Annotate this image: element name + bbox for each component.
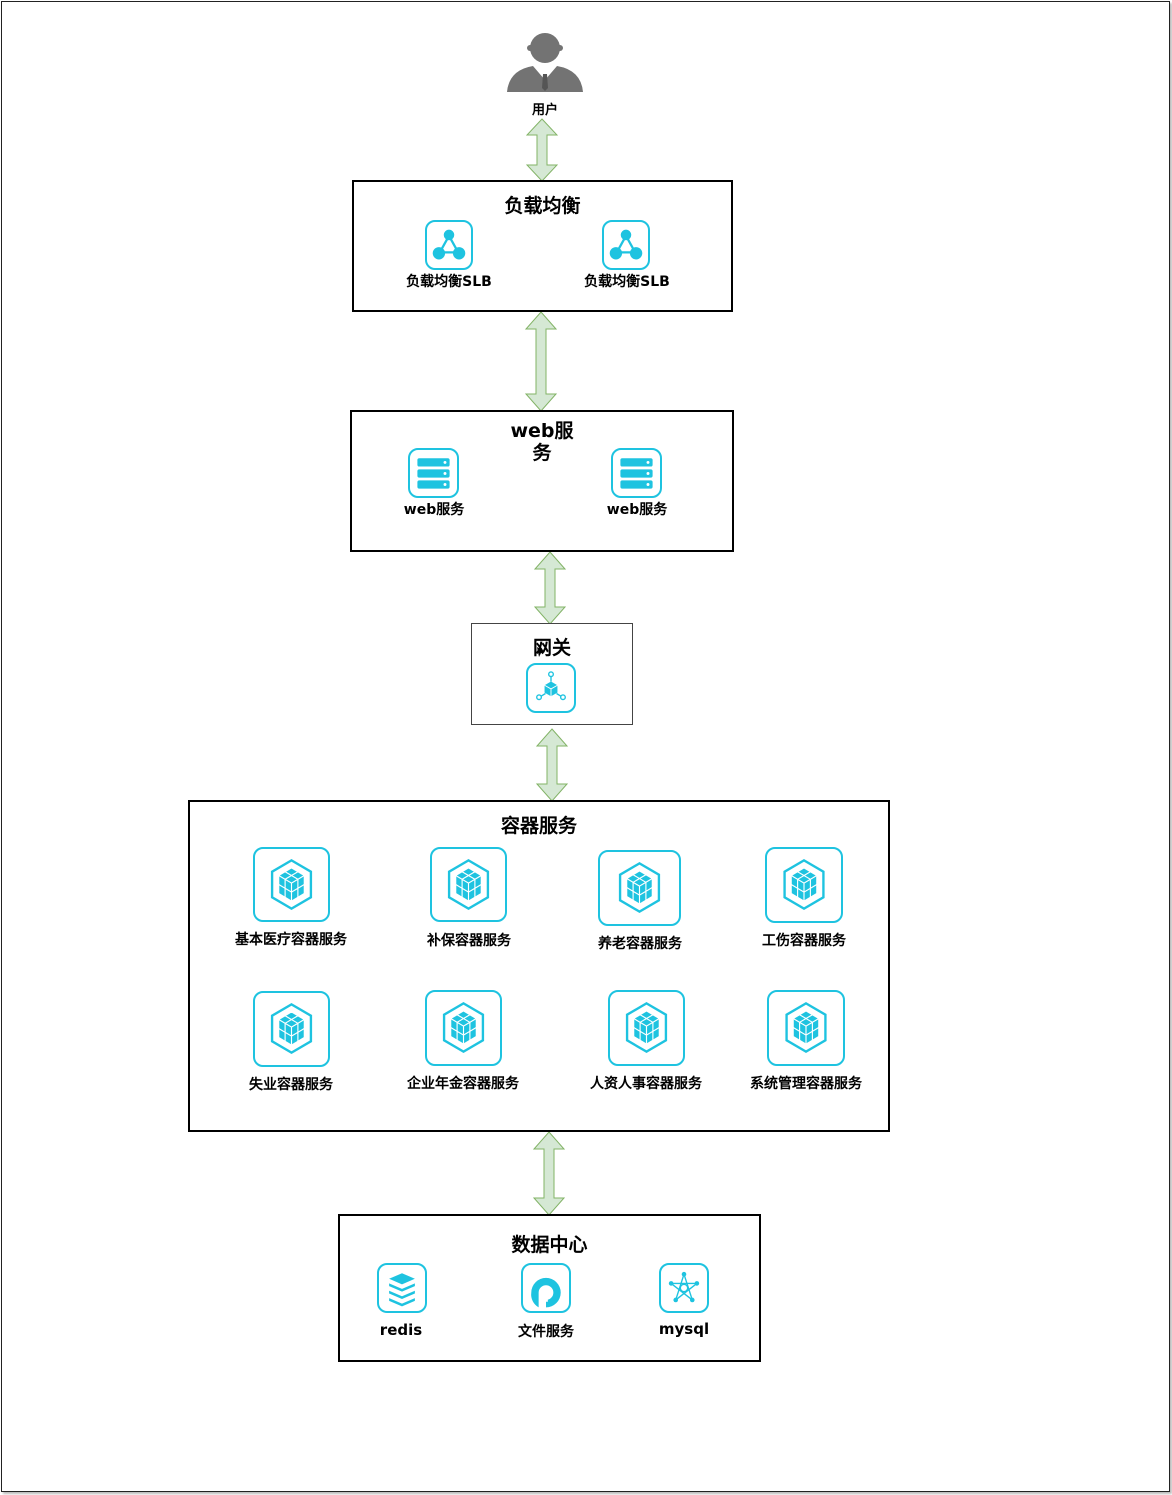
container-icon [425, 990, 502, 1066]
container-icon [608, 990, 685, 1066]
container-icon [598, 850, 681, 926]
slb-icon [425, 220, 473, 270]
container-label: 企业年金容器服务 [407, 1076, 519, 1092]
container-icon [767, 990, 845, 1066]
container-label: 补保容器服务 [427, 933, 511, 949]
user-icon [507, 33, 583, 92]
web-node-label: web服务 [403, 502, 465, 518]
gateway-title: 网关 [532, 637, 571, 659]
load-balancer-title: 负载均衡 [504, 195, 581, 217]
web-title: web服 务 [510, 420, 574, 464]
arrow-lb-web [524, 311, 558, 412]
mysql-icon [659, 1263, 709, 1313]
slb-label: 负载均衡SLB [584, 274, 670, 290]
web-node-label: web服务 [606, 502, 668, 518]
file-service-icon [521, 1263, 571, 1313]
user-label: 用户 [531, 103, 559, 118]
container-icon [430, 847, 507, 922]
container-icon [765, 847, 843, 923]
containers-title: 容器服务 [500, 815, 577, 837]
data-center-title: 数据中心 [511, 1234, 588, 1256]
container-label: 工伤容器服务 [762, 933, 846, 949]
server-icon [611, 448, 662, 498]
cursor-icon [537, 647, 545, 657]
slb-label: 负载均衡SLB [406, 274, 492, 290]
container-label: 系统管理容器服务 [750, 1076, 862, 1092]
file-service-label: 文件服务 [518, 1324, 574, 1340]
gateway-icon [526, 663, 576, 713]
web-group: web服 务 [350, 410, 734, 552]
slb-icon [602, 220, 650, 270]
redis-icon [377, 1263, 427, 1313]
container-icon [253, 991, 330, 1067]
arrow-user-lb [526, 118, 558, 182]
mysql-label: mysql [658, 1320, 710, 1338]
redis-label: redis [379, 1321, 423, 1339]
container-icon [253, 847, 330, 922]
container-label: 人资人事容器服务 [590, 1076, 702, 1092]
arrow-web-gateway [533, 551, 567, 625]
container-label: 失业容器服务 [249, 1077, 333, 1093]
container-label: 基本医疗容器服务 [235, 932, 347, 948]
container-label: 养老容器服务 [598, 936, 682, 952]
server-icon [408, 448, 459, 498]
arrow-containers-datacenter [532, 1131, 566, 1216]
arrow-gateway-containers [535, 728, 569, 802]
load-balancer-group: 负载均衡 [352, 180, 733, 312]
